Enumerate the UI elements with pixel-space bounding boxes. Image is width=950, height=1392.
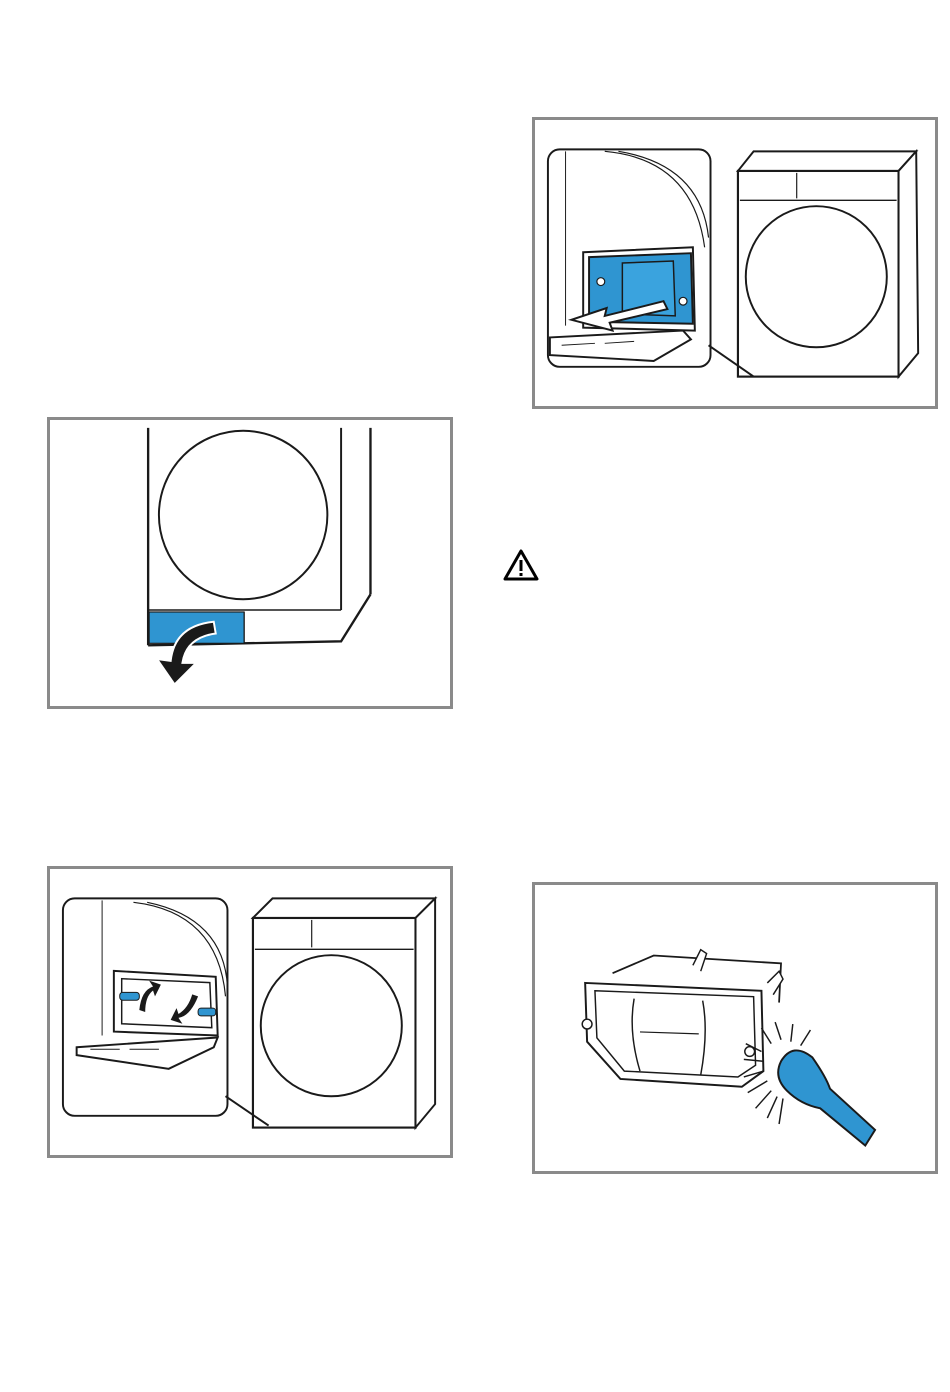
flap-open-drawing [50, 420, 450, 706]
illustration-flap-open [47, 417, 453, 709]
filter-clean-drawing [535, 885, 935, 1171]
illustration-filter-clean [532, 882, 938, 1174]
filter-pull-out-drawing [535, 120, 935, 406]
warning-triangle-icon [502, 548, 540, 582]
illustration-filter-pull-out [532, 117, 938, 409]
illustration-filter-locks [47, 866, 453, 1158]
filter-locks-drawing [50, 869, 450, 1155]
